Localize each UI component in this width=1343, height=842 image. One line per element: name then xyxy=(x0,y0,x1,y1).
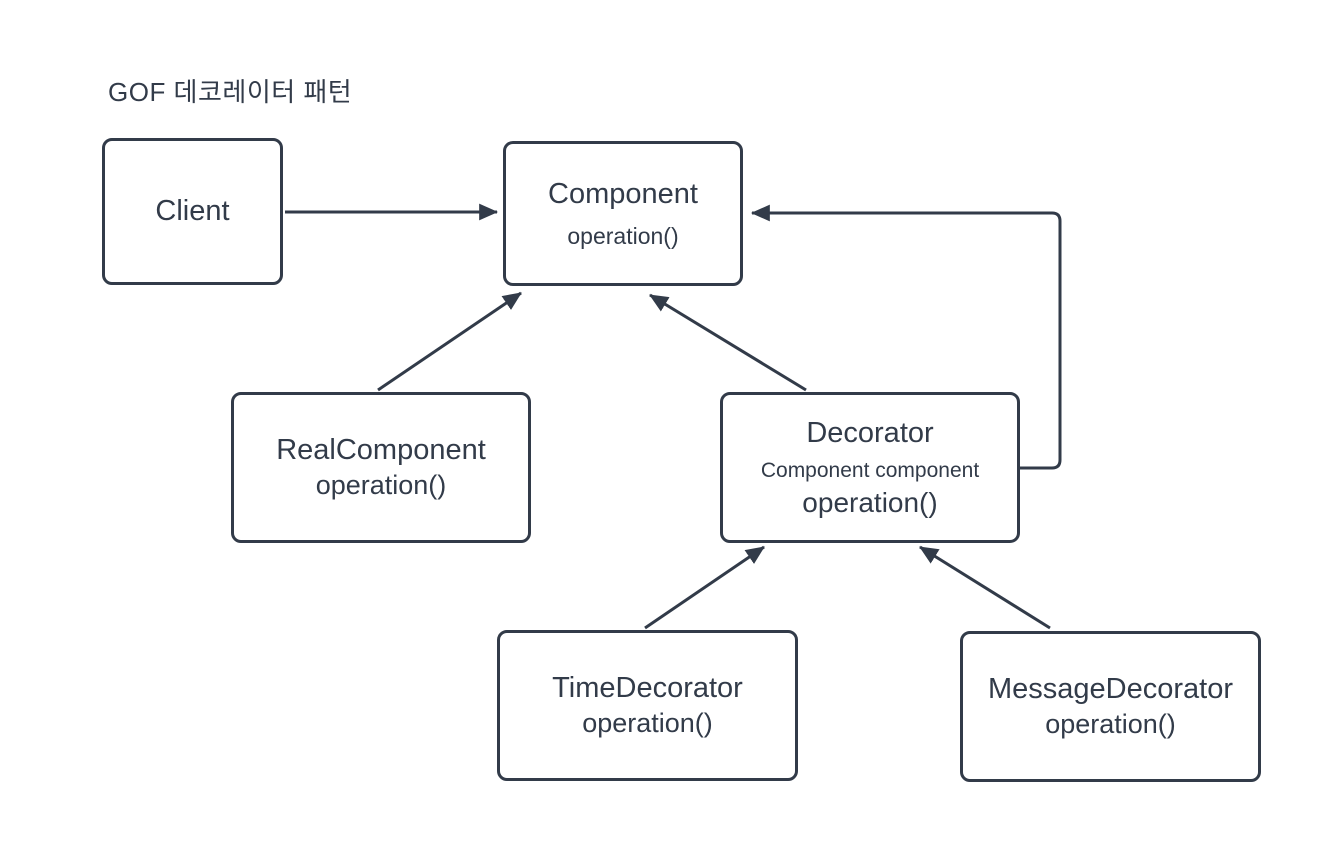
edge-messagedecorator-to-decorator[interactable] xyxy=(919,545,1051,630)
node-component-label: Component xyxy=(548,177,698,210)
node-component-method: operation() xyxy=(567,223,679,250)
node-decorator-method: operation() xyxy=(802,487,938,519)
node-client-label: Client xyxy=(155,194,230,227)
node-client[interactable]: Client xyxy=(102,138,283,285)
node-message-decorator-method: operation() xyxy=(1045,709,1176,740)
node-component[interactable]: Component operation() xyxy=(503,141,743,286)
node-time-decorator-method: operation() xyxy=(582,708,713,739)
edge-decorator-loop-to-component[interactable] xyxy=(750,204,1062,470)
node-time-decorator-label: TimeDecorator xyxy=(552,671,743,704)
node-real-component-label: RealComponent xyxy=(276,433,486,466)
node-decorator-field: Component component xyxy=(760,458,980,482)
edge-decorator-to-component[interactable] xyxy=(649,293,807,392)
node-message-decorator[interactable]: MessageDecorator operation() xyxy=(960,631,1261,782)
edge-timedecorator-to-decorator[interactable] xyxy=(644,545,765,630)
node-message-decorator-label: MessageDecorator xyxy=(988,672,1233,705)
node-time-decorator[interactable]: TimeDecorator operation() xyxy=(497,630,798,781)
diagram-title: GOF 데코레이터 패턴 xyxy=(108,77,353,107)
node-decorator-label: Decorator xyxy=(806,417,934,450)
node-real-component[interactable]: RealComponent operation() xyxy=(231,392,531,543)
edge-realcomponent-to-component[interactable] xyxy=(377,291,522,392)
node-decorator[interactable]: Decorator Component component operation(… xyxy=(720,392,1020,543)
node-real-component-method: operation() xyxy=(315,470,447,501)
